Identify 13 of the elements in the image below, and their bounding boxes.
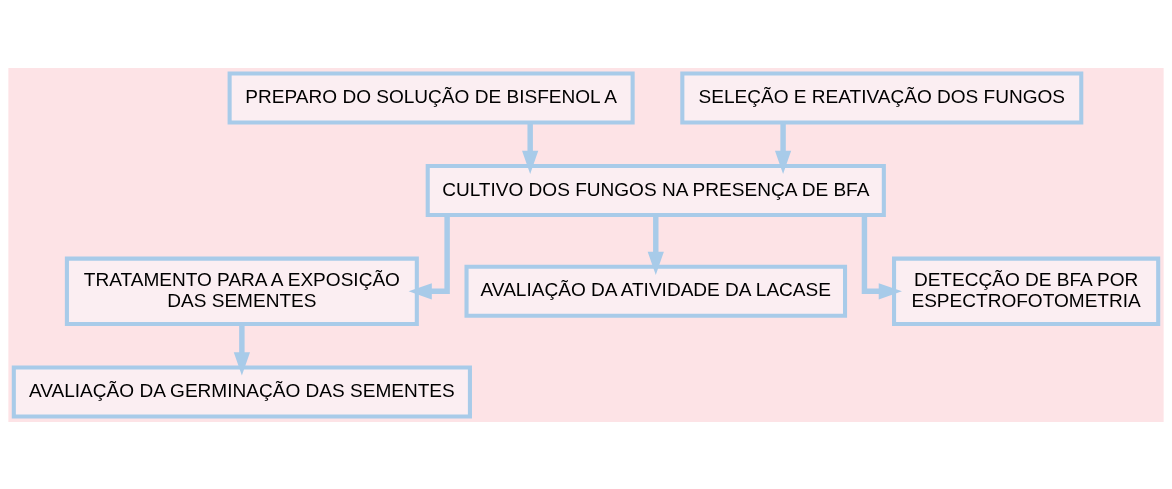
node-box: AVALIAÇÃO DA ATIVIDADE DA LACASE bbox=[464, 264, 848, 318]
node-box: TRATAMENTO PARA A EXPOSIÇÃO DAS SEMENTES bbox=[64, 256, 419, 326]
arrow bbox=[647, 214, 664, 275]
node-box: DETECÇÃO DE BFA POR ESPECTROFOTOMETRIA bbox=[892, 256, 1161, 326]
node-box: CULTIVO DOS FUNGOS NA PRESENÇA DE BFA bbox=[425, 163, 886, 217]
arrow bbox=[233, 323, 250, 376]
node-box: AVALIAÇÃO DA GERMINAÇÃO DAS SEMENTES bbox=[11, 365, 472, 419]
arrow bbox=[408, 214, 450, 299]
arrow bbox=[522, 122, 539, 174]
arrow bbox=[861, 214, 902, 299]
node-box: PREPARO DO SOLUÇÃO DE BISFENOL A bbox=[227, 70, 635, 124]
arrow bbox=[774, 122, 792, 174]
node-box: SELEÇÃO E REATIVAÇÃO DOS FUNGOS bbox=[680, 70, 1084, 124]
